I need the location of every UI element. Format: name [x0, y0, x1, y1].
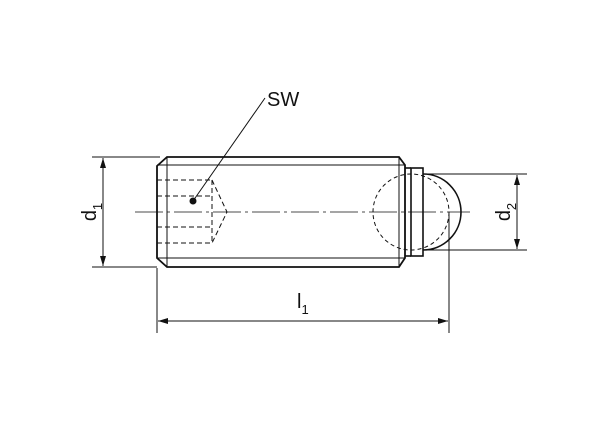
svg-text:d2: d2	[493, 203, 519, 221]
d2-dimension	[423, 173, 527, 251]
d1-dimension	[92, 156, 160, 268]
l1-dimension	[156, 214, 450, 333]
sw-leader-line	[192, 97, 266, 202]
thread-lines	[157, 157, 405, 267]
svg-text:d1: d1	[79, 203, 105, 221]
d2-label: d2	[493, 203, 519, 221]
l1-label: l1	[297, 291, 309, 317]
hex-socket-hidden	[157, 179, 228, 244]
sw-leader-dot	[189, 197, 197, 205]
d1-label: d1	[79, 203, 105, 221]
sw-label: SW	[267, 89, 299, 111]
